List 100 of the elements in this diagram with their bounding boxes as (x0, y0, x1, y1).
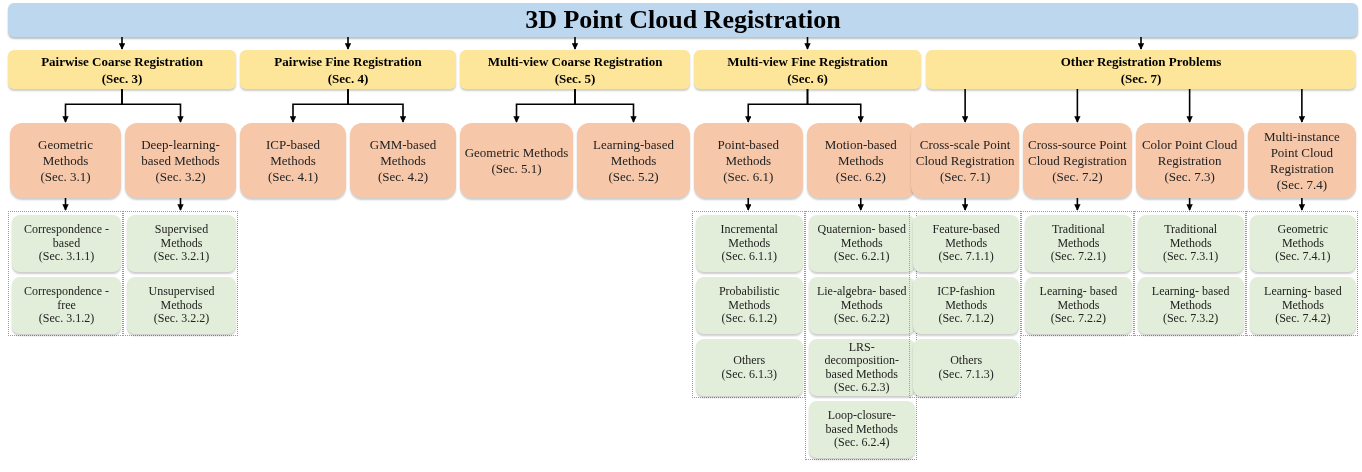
title-box (8, 3, 1358, 37)
section-number: (Sec. 7.2.1) (1050, 250, 1107, 264)
connector-arrow (574, 88, 637, 123)
subcategory-box (696, 277, 803, 334)
subcategory-box (808, 215, 915, 272)
box-label: ICP-fashion Methods (936, 285, 997, 313)
section-number: (Sec. 6.1.1) (721, 250, 777, 264)
connector-arrow (347, 88, 407, 123)
box-label: Cross-source Point Cloud Registration (1027, 136, 1128, 169)
subcategory-box (808, 277, 915, 334)
box-label: Traditional Methods (1163, 223, 1219, 251)
box-label: LRS- decomposition- based Methods (823, 340, 901, 381)
method-box (240, 123, 346, 198)
section-number: (Sec. 7.1) (940, 168, 991, 185)
subcategory-box (913, 277, 1020, 334)
section-number: (Sec. 3.2.2) (153, 312, 210, 326)
connector-arrow (961, 197, 969, 211)
dotted-group-frame (1021, 211, 1134, 336)
dotted-group-frame (8, 211, 123, 336)
section-number: (Sec. 5.2) (608, 168, 659, 185)
section-number: (Sec. 7.2.2) (1050, 312, 1107, 326)
method-box (694, 123, 803, 198)
section-number: (Sec. 6.2) (835, 168, 886, 185)
section-number: (Sec. 6.1.3) (721, 367, 777, 381)
box-label: Geometric Methods (1276, 223, 1330, 251)
box-label: Others (950, 354, 983, 368)
section-number: (Sec. 7.4.1) (1275, 250, 1331, 264)
subcategory-box (12, 277, 121, 334)
method-box (350, 123, 456, 198)
dotted-group-frame (1245, 211, 1358, 336)
subcategory-box (127, 277, 236, 334)
box-label: Unsupervised Methods (147, 285, 216, 313)
box-label: Other Registration Problems (1060, 52, 1222, 70)
box-label: Quaternion- based Methods (816, 223, 907, 251)
subcategory-box (127, 215, 236, 272)
section-number: (Sec. 7.2) (1052, 168, 1103, 185)
box-label: Point-based Methods (716, 136, 780, 169)
section-number: (Sec. 7.1.3) (938, 367, 994, 381)
section-number: (Sec. 3.1) (40, 168, 91, 185)
box-label: Deep-learning- based Methods (140, 136, 221, 169)
section-number: (Sec. 7) (1120, 69, 1162, 87)
dotted-group-frame (804, 211, 917, 460)
box-label: Feature-based Methods (931, 223, 1001, 251)
section-number: (Sec. 6.2.1) (834, 250, 890, 264)
section-number: (Sec. 3) (101, 69, 143, 87)
connector-arrow (1186, 197, 1193, 211)
box-label: Correspondence -based (23, 223, 110, 251)
connector-arrow (806, 88, 864, 123)
connector-arrow (1298, 88, 1306, 123)
box-label: Correspondence -free (23, 285, 110, 313)
connector-arrow (857, 197, 864, 211)
connector-arrow (118, 36, 126, 50)
section-number: (Sec. 6) (787, 69, 828, 87)
method-box (10, 123, 121, 198)
subcategory-box (808, 401, 915, 458)
subcategory-box (808, 339, 915, 396)
section-number: (Sec. 3.1.2) (38, 312, 95, 326)
box-label: Learning- based Methods (1263, 285, 1343, 313)
method-box (577, 123, 690, 198)
box-label: 3D Point Cloud Registration (525, 7, 841, 33)
box-label: Pairwise Coarse Registration (41, 52, 203, 70)
section-number: (Sec. 7.3.2) (1162, 312, 1219, 326)
box-label: Multi-view Fine Registration (727, 52, 888, 70)
subcategory-box (696, 215, 803, 272)
subcategory-box (913, 215, 1020, 272)
box-label: Multi-view Coarse Registration (487, 52, 663, 70)
dotted-group-frame (123, 211, 238, 336)
section-number: (Sec. 7.3.1) (1162, 250, 1219, 264)
box-label: ICP-based Methods (264, 136, 322, 169)
method-box (460, 123, 573, 198)
subcategory-box (12, 215, 121, 272)
box-label: Learning- based Methods (1150, 285, 1231, 313)
subcategory-box (1249, 215, 1356, 272)
box-label: Color Point Cloud Registration (1140, 136, 1239, 169)
section-number: (Sec. 7.3) (1164, 168, 1215, 185)
connector-arrow (1186, 88, 1193, 123)
box-label: Learning-based Methods (592, 136, 675, 169)
box-label: GMM-based Methods (368, 136, 438, 169)
connector-arrow (1137, 36, 1145, 50)
dotted-group-frame (692, 211, 805, 398)
subcategory-box (1249, 277, 1356, 334)
method-box (1135, 123, 1244, 198)
section-number: (Sec. 3.2.1) (153, 250, 210, 264)
category-box (8, 50, 236, 89)
box-label: Supervised Methods (153, 223, 210, 251)
category-box (694, 50, 921, 89)
box-label: Traditional Methods (1050, 223, 1106, 251)
box-label: Geometric Methods (37, 136, 94, 169)
section-number: (Sec. 4) (327, 69, 369, 87)
connector-arrow (62, 197, 69, 211)
method-box (911, 123, 1020, 198)
method-box (1023, 123, 1132, 198)
subcategory-box (1137, 215, 1244, 272)
box-label: Loop-closure- based Methods (824, 409, 899, 437)
connector-arrow (344, 36, 352, 50)
connector-arrow (177, 197, 184, 211)
connector-arrow (961, 88, 969, 123)
category-box (460, 50, 690, 89)
category-box (240, 50, 456, 89)
method-box (1247, 123, 1356, 198)
